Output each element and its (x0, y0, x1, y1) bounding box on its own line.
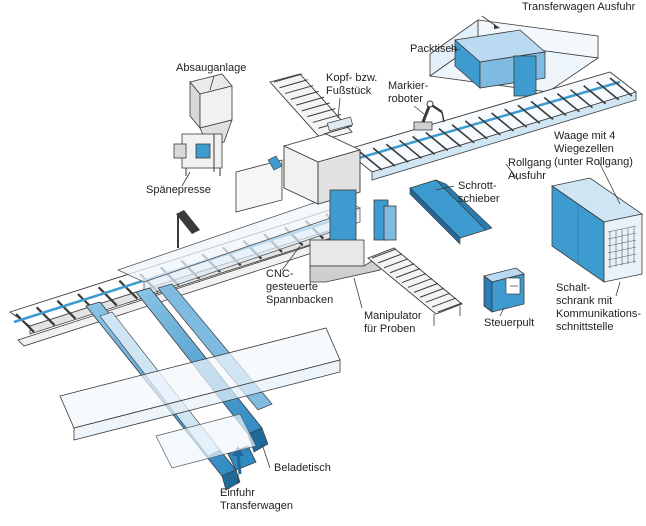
roller (431, 297, 457, 308)
roller (477, 116, 501, 136)
schaltschrank (551, 177, 643, 283)
manipulator-conveyor (367, 247, 463, 326)
cabinet-slot (607, 225, 637, 233)
roller (530, 100, 554, 120)
roller (395, 268, 421, 279)
packtisch (454, 29, 546, 97)
roller (118, 279, 139, 300)
roller (35, 306, 56, 327)
support-bracket (176, 210, 200, 248)
label-waage: Waage mit 4 Wiegezellen (unter Rollgang) (554, 130, 633, 168)
roller (609, 77, 633, 97)
roller (312, 113, 342, 123)
roller (301, 102, 330, 112)
roller (398, 139, 422, 159)
roller (323, 125, 353, 135)
roller (290, 90, 319, 100)
label-steuerpult: Steuerpult (484, 317, 535, 329)
kopf-fussstueck-conveyor (269, 73, 354, 141)
roller (372, 147, 396, 167)
roller (464, 120, 488, 140)
enclosure-frame (235, 159, 283, 213)
absauganlage (189, 73, 233, 147)
label-rollgang-ausfuhr: Rollgang Ausfuhr (508, 157, 552, 182)
roller (383, 258, 409, 269)
material-bar-ghost (116, 195, 362, 297)
label-cnc-spannbacken: CNC- gesteuerte Spannbacken (266, 268, 334, 306)
roller (437, 302, 463, 313)
label-beladetisch: Beladetisch (274, 462, 331, 474)
roller (425, 131, 449, 152)
roller (371, 248, 397, 259)
roller (412, 135, 436, 156)
roller (583, 85, 607, 105)
label-transferwagen-ausfuhr: Transferwagen Ausfuhr (522, 1, 636, 13)
spaenepresse (173, 133, 223, 176)
rollers-right (359, 77, 633, 171)
roller (385, 143, 409, 163)
leader-lines (181, 47, 621, 484)
roller (389, 263, 415, 274)
roller (296, 96, 325, 106)
label-markierroboter: Markier- roboter (388, 80, 429, 105)
rollers-bottom (371, 248, 463, 313)
beladetisch (59, 327, 341, 469)
roller (15, 313, 35, 333)
rollgang-ausfuhr (344, 71, 637, 181)
label-spaenepresse: Spänepresse (146, 184, 211, 196)
label-manipulator: Manipulator für Proben (364, 310, 422, 335)
roller (543, 96, 567, 117)
cnc-saw-machine (267, 133, 397, 283)
roller (596, 81, 620, 101)
roller (407, 277, 433, 288)
roller (359, 151, 383, 171)
label-schaltschrank: Schalt- schrank mit Kommunikations- schn… (556, 282, 641, 333)
roller (570, 89, 594, 109)
roller (284, 85, 314, 95)
roller (517, 104, 541, 124)
roller (56, 299, 77, 320)
label-kopf-fussstueck: Kopf- bzw. Fußstück (326, 72, 378, 97)
cabinet-grid (607, 225, 637, 268)
label-absauganlage: Absauganlage (176, 62, 247, 74)
steuerpult (483, 267, 525, 313)
roller (413, 282, 439, 293)
roller (273, 73, 303, 83)
label-schrottschieber: Schrott- schieber (458, 180, 500, 205)
schrottschieber (409, 179, 493, 245)
roller (279, 79, 308, 89)
roller (504, 108, 528, 128)
roller (419, 287, 445, 298)
roller (377, 253, 403, 264)
roller (97, 286, 118, 307)
roller (307, 108, 336, 118)
markierroboter (413, 100, 445, 131)
label-einfuhr-transferwagen: Einfuhr Transferwagen (220, 487, 293, 512)
roller (401, 273, 427, 284)
roller (491, 112, 515, 132)
roller (425, 292, 451, 303)
roller (556, 92, 580, 113)
roller (438, 128, 462, 148)
roller (451, 124, 475, 144)
label-packtisch: Packtisch (410, 43, 458, 55)
